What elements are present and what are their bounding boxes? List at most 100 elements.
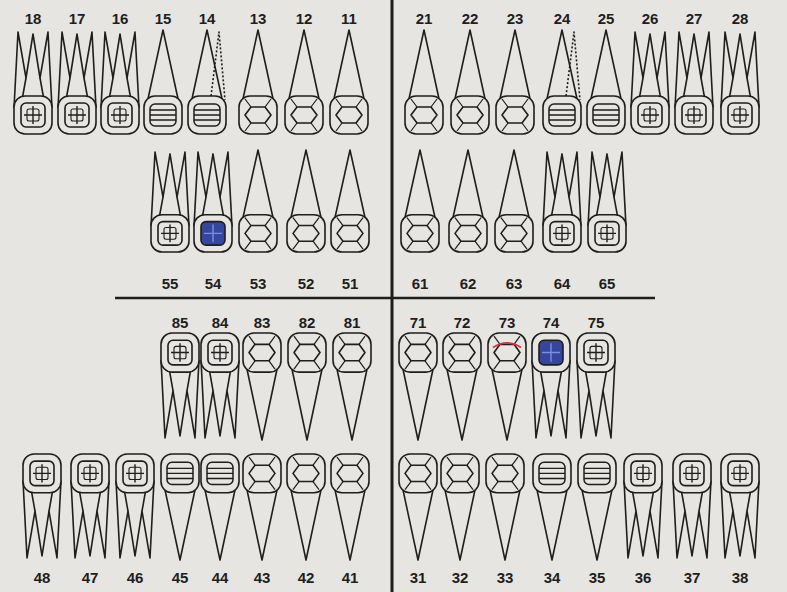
tooth-number: 51 <box>342 276 359 291</box>
tooth-symbol <box>23 454 61 558</box>
occlusal-surface <box>36 467 48 479</box>
occlusal-surface <box>584 340 608 365</box>
occlusal-surface <box>84 467 96 479</box>
occlusal-surface <box>539 462 565 484</box>
tooth-crown <box>496 96 534 134</box>
occlusal-surface <box>407 226 433 242</box>
tooth-number: 38 <box>732 570 749 585</box>
tooth-number: 37 <box>684 570 701 585</box>
occlusal-surface <box>634 464 652 482</box>
occlusal-surface <box>111 106 129 124</box>
tooth-number: 45 <box>172 570 189 585</box>
occlusal-surface <box>502 107 528 123</box>
occlusal-surface <box>339 336 365 369</box>
tooth-number: 81 <box>344 315 361 330</box>
occlusal-surface <box>638 103 662 127</box>
occlusal-surface <box>449 336 475 369</box>
tooth-symbol <box>116 454 154 558</box>
occlusal-surface <box>731 106 749 124</box>
occlusal-surface <box>214 346 226 358</box>
tooth-crown <box>486 454 524 493</box>
tooth-number: 33 <box>497 570 514 585</box>
tooth-symbol <box>330 30 368 134</box>
tooth-crown <box>673 454 711 493</box>
tooth-symbol <box>243 454 281 560</box>
tooth-number: 55 <box>162 276 179 291</box>
tooth-number: 65 <box>599 276 616 291</box>
tooth-number: 73 <box>499 315 516 330</box>
tooth-number: 15 <box>155 11 172 26</box>
tooth-crown <box>532 333 570 372</box>
occlusal-surface <box>294 344 320 360</box>
occlusal-surface <box>542 343 560 362</box>
occlusal-surface <box>601 227 613 239</box>
tooth-crown <box>405 96 443 134</box>
tooth-symbol <box>161 454 199 560</box>
occlusal-surface <box>71 109 83 121</box>
occlusal-surface <box>30 461 54 485</box>
tooth-number: 11 <box>341 11 357 26</box>
occlusal-surface <box>641 106 659 124</box>
occlusal-surface <box>245 107 271 123</box>
occlusal-surface <box>731 464 749 482</box>
tooth-crown <box>188 96 226 134</box>
occlusal-surface <box>65 103 89 127</box>
occlusal-surface <box>249 465 275 481</box>
tooth-symbol <box>287 150 325 252</box>
occlusal-surface <box>291 107 317 123</box>
tooth-crown <box>201 454 239 493</box>
tooth-number: 21 <box>416 11 433 26</box>
occlusal-surface <box>688 109 700 121</box>
tooth-number: 84 <box>212 315 229 330</box>
occlusal-surface <box>291 99 317 131</box>
occlusal-surface <box>204 225 222 243</box>
tooth-symbol <box>673 454 711 558</box>
occlusal-surface <box>293 218 319 249</box>
tooth-crown <box>533 454 571 493</box>
marked-surface <box>493 343 521 348</box>
tooth-crown <box>401 215 439 252</box>
tooth-number: 24 <box>554 11 571 26</box>
tooth-number: 28 <box>732 11 749 26</box>
occlusal-surface <box>158 222 182 246</box>
occlusal-surface <box>161 225 179 243</box>
occlusal-surface <box>245 218 271 249</box>
tooth-crown <box>495 215 533 252</box>
tooth-symbol <box>441 454 479 560</box>
tooth-symbol <box>243 333 281 440</box>
occlusal-surface <box>584 462 610 484</box>
occlusal-surface <box>194 104 220 126</box>
tooth-symbol <box>58 32 96 134</box>
tooth-crown <box>441 454 479 493</box>
occlusal-surface <box>686 467 698 479</box>
occlusal-surface <box>447 457 473 490</box>
tooth-symbol <box>721 454 759 558</box>
occlusal-surface <box>339 344 365 360</box>
occlusal-surface <box>336 107 362 123</box>
occlusal-surface <box>68 106 86 124</box>
tooth-number: 22 <box>462 11 479 26</box>
occlusal-surface <box>405 336 431 369</box>
occlusal-surface <box>164 227 176 239</box>
occlusal-surface <box>447 465 473 481</box>
occlusal-surface <box>167 462 193 484</box>
occlusal-surface <box>337 465 363 481</box>
tooth-crown <box>23 454 61 493</box>
tooth-number: 71 <box>410 315 427 330</box>
tooth-symbol <box>451 30 489 134</box>
tooth-crown <box>543 96 581 134</box>
tooth-crown <box>449 215 487 252</box>
tooth-number: 52 <box>298 276 315 291</box>
teeth-group <box>14 30 759 560</box>
tooth-symbol <box>331 454 369 560</box>
tooth-symbol <box>577 333 615 438</box>
extra-root <box>566 32 580 100</box>
tooth-crown <box>631 96 669 134</box>
tooth-symbol <box>533 454 571 560</box>
occlusal-surface <box>81 464 99 482</box>
occlusal-surface <box>207 468 233 478</box>
tooth-number: 23 <box>507 11 524 26</box>
tooth-number: 26 <box>642 11 659 26</box>
occlusal-surface <box>593 104 619 126</box>
